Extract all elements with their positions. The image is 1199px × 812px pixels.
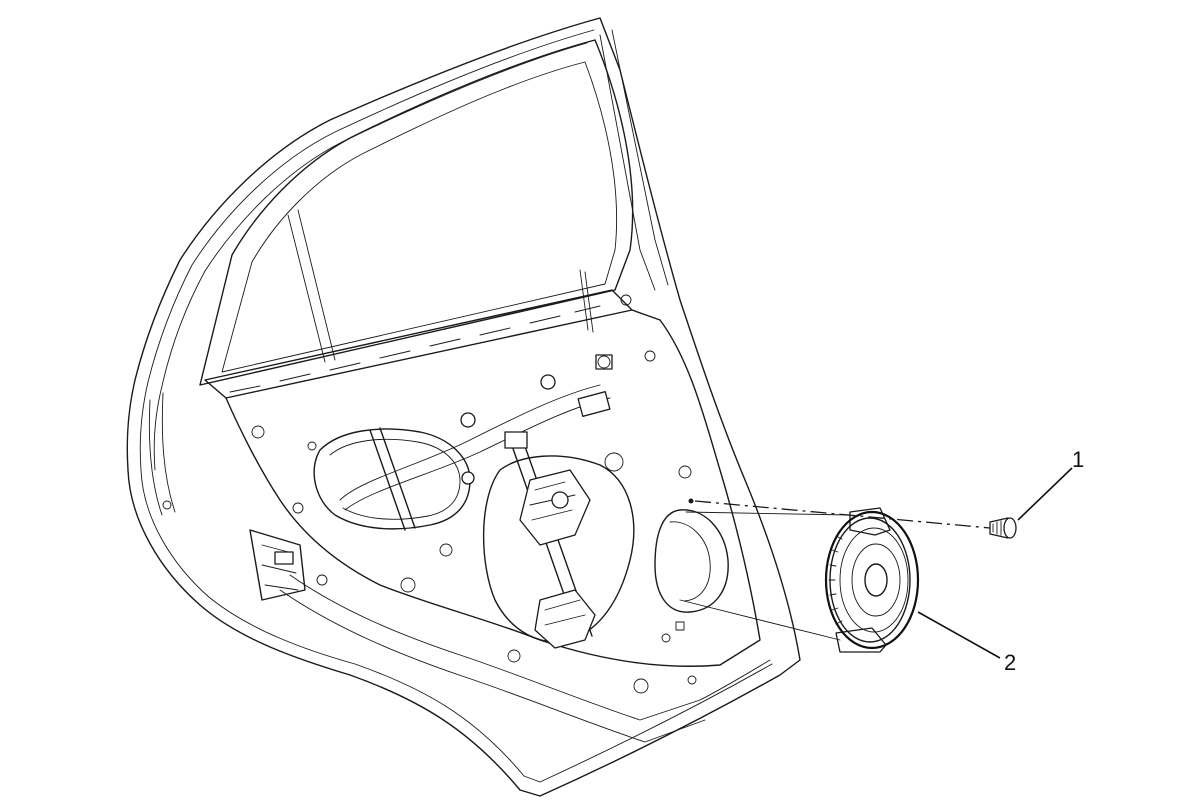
door-hem-flange — [153, 42, 588, 471]
lower-access-opening — [482, 455, 635, 643]
window-division-channel — [287, 209, 336, 363]
edge-hole — [162, 500, 172, 510]
upper-access-opening — [313, 428, 471, 530]
callout-1-label: 1 — [1072, 447, 1084, 472]
speaker-dust-cap — [864, 563, 888, 597]
window-frame-inner — [221, 61, 618, 373]
callout-2-leader — [917, 611, 1001, 659]
belt-line-detail — [229, 305, 601, 393]
door-edge-seal — [148, 392, 176, 516]
door-speaker-recess-rim — [669, 521, 711, 602]
regulator-rail-left — [369, 427, 416, 531]
inner-panel-lower-sill-2 — [279, 589, 706, 743]
door-outer-shell — [126, 17, 801, 797]
callout-2-label: 2 — [1004, 650, 1016, 675]
b-pillar-edge — [599, 29, 669, 291]
speaker-assembly — [824, 507, 920, 653]
callout-1: 1 — [1017, 447, 1084, 521]
belt-reinforcement — [204, 289, 633, 399]
speaker-frame-ribs — [828, 535, 843, 625]
wiring-connectors — [504, 269, 613, 449]
door-outer-shell-inner-edge — [139, 29, 773, 783]
speaker-outer-rim — [824, 510, 920, 650]
regulator-motor-upper — [519, 469, 591, 546]
inner-panel-contour — [225, 309, 761, 667]
speaker-surround — [839, 527, 909, 633]
speaker-cone — [851, 543, 901, 617]
upper-access-opening-inner — [329, 438, 461, 520]
rear-door-assembly — [126, 17, 801, 797]
regulator-motor-lower — [534, 589, 596, 649]
speaker-fastener — [989, 517, 1017, 539]
door-hinge-area — [249, 529, 306, 601]
mounting-holes — [251, 294, 697, 694]
door-speaker-recess — [654, 509, 729, 613]
callout-2: 2 — [917, 611, 1016, 675]
regulator-cable — [339, 384, 601, 501]
window-frame-outer — [199, 39, 634, 386]
callout-1-leader — [1017, 467, 1073, 521]
fastener-locator-dot — [688, 498, 694, 504]
speaker-rim-2 — [829, 517, 911, 643]
speaker-alignment-line-top — [685, 511, 851, 516]
regulator-cable-2 — [344, 397, 611, 511]
inner-panel-lower-sill — [289, 574, 771, 721]
speaker-alignment-line-bottom — [679, 599, 841, 641]
